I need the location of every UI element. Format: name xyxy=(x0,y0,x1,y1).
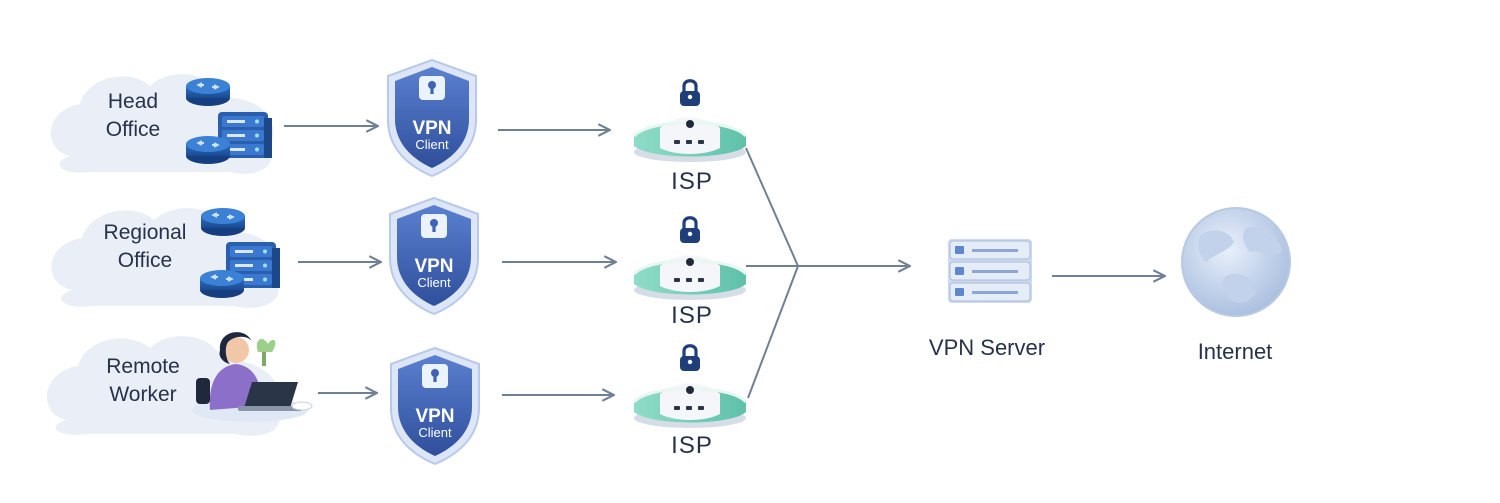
site-label-remote-worker: Remote Worker xyxy=(68,353,218,409)
site-label-regional-office: Regional Office xyxy=(70,219,220,275)
vpn-client-text-3: VPN Client xyxy=(415,406,454,440)
vpn-client-text-2: VPN Client xyxy=(414,256,453,290)
vpn-client-subtitle: Client xyxy=(418,425,452,440)
site-label-line1: Regional xyxy=(103,221,187,244)
site-label-line2: Office xyxy=(117,249,173,272)
padlock-icon xyxy=(678,79,702,108)
isp-router-icon xyxy=(632,254,748,302)
vpn-client-title: VPN xyxy=(412,118,451,139)
isp-label: ISP xyxy=(671,302,713,329)
site-label-line2: Worker xyxy=(109,383,177,406)
vpn-client-subtitle: Client xyxy=(415,137,449,152)
connector-lines xyxy=(284,126,1165,398)
padlock-icon xyxy=(678,344,702,373)
vpn-client-subtitle: Client xyxy=(417,275,451,290)
isp-router-icon xyxy=(632,382,748,430)
site-label-head-office: Head Office xyxy=(58,88,208,144)
isp-label: ISP xyxy=(671,168,713,195)
vpn-client-title: VPN xyxy=(415,406,454,427)
isp-router-icon xyxy=(632,116,748,164)
globe-icon xyxy=(1181,207,1291,317)
site-label-line1: Head xyxy=(107,90,159,113)
padlock-icon xyxy=(678,216,702,245)
isp-label: ISP xyxy=(671,432,713,459)
vpn-server-label: VPN Server xyxy=(928,335,1046,360)
internet-label: Internet xyxy=(1197,339,1273,364)
vpn-client-text-1: VPN Client xyxy=(412,118,451,152)
remote-worker-icon xyxy=(192,332,313,422)
vpn-server-icon xyxy=(948,239,1032,303)
site-label-line1: Remote xyxy=(106,355,180,378)
vpn-client-title: VPN xyxy=(414,256,453,277)
site-label-line2: Office xyxy=(105,118,161,141)
